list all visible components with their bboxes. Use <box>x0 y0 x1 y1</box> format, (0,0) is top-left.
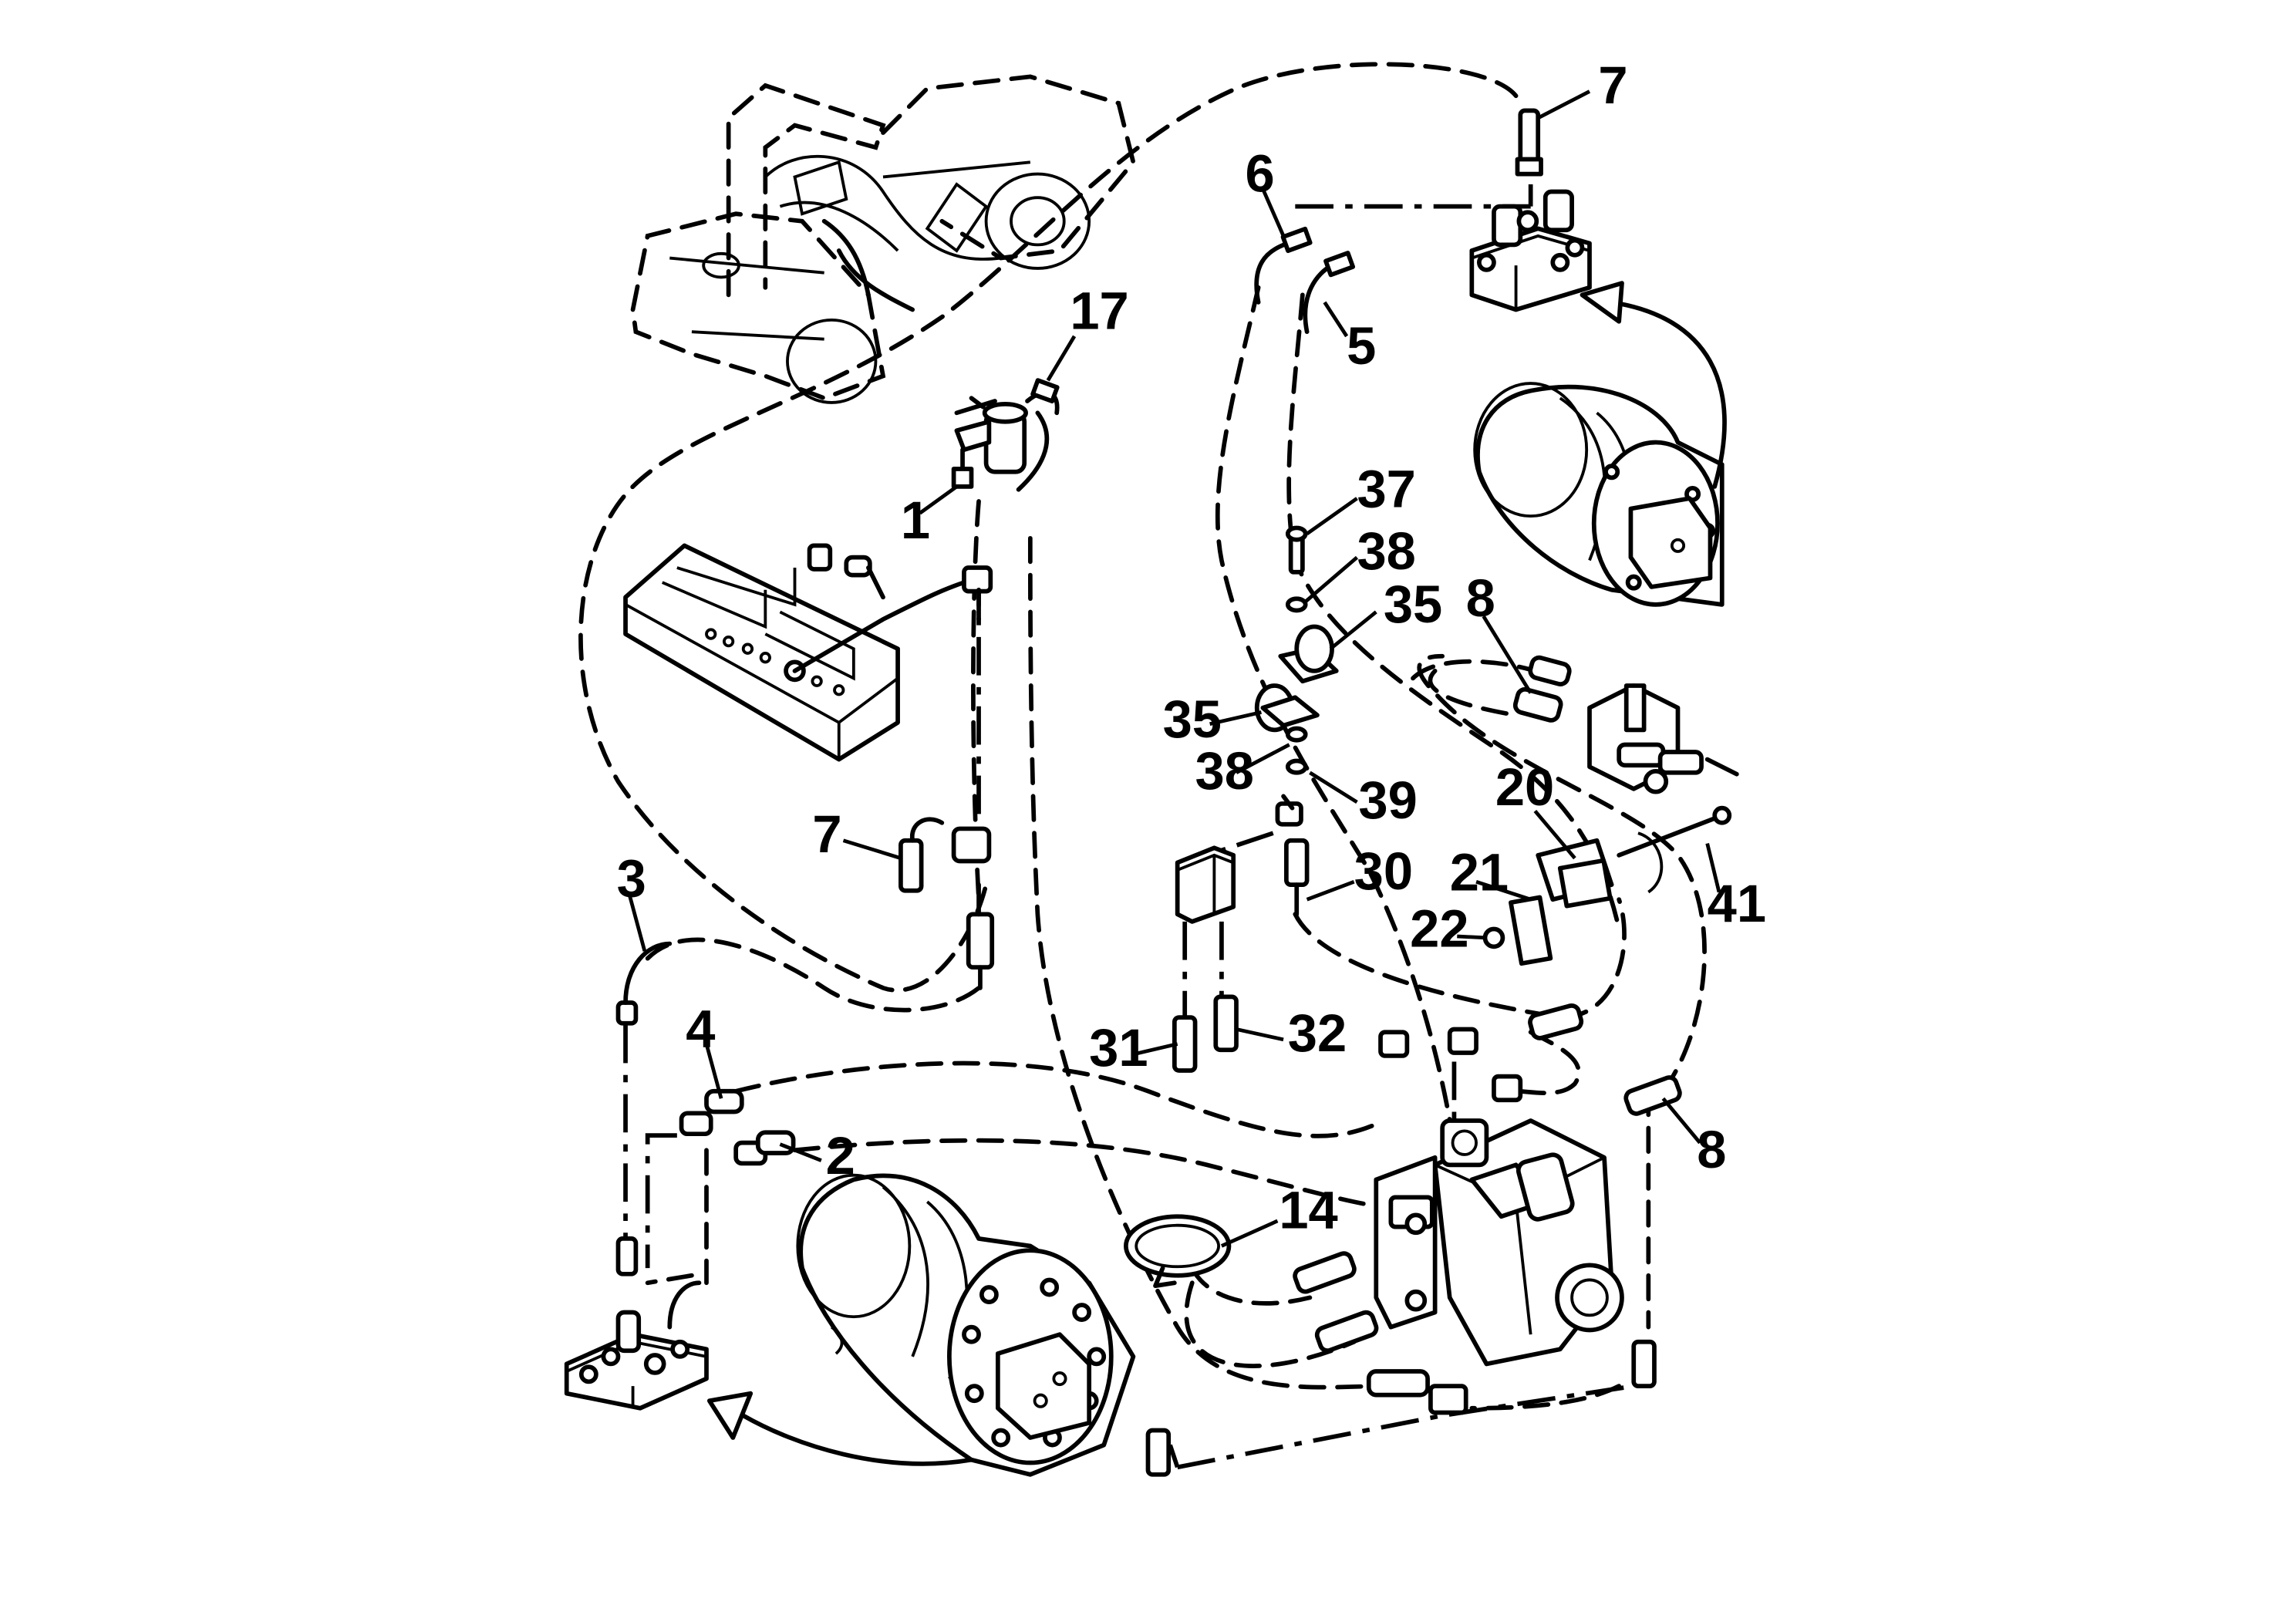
callout-38-lower: 38 <box>1195 741 1254 801</box>
main-hose-route-left-loop <box>578 62 1519 993</box>
callout-20: 20 <box>1495 757 1554 817</box>
dashdot-run-bottom <box>1168 1384 1634 1470</box>
callout-8-upper: 8 <box>1466 568 1495 628</box>
hydraulic-filter <box>951 378 1060 492</box>
callout-31: 31 <box>1089 1018 1148 1077</box>
callout-39: 39 <box>1358 771 1417 830</box>
rotation-arrow-left <box>740 1413 974 1466</box>
roller-machine-overview <box>630 74 1136 404</box>
callout-7-top: 7 <box>1598 56 1627 115</box>
brake-valve-cluster <box>1411 655 1739 966</box>
charge-line-vertical <box>1027 535 1386 1390</box>
hose-fitting-5 <box>1323 251 1356 278</box>
callout-leaders <box>628 89 1721 1248</box>
pump-hose-loop-lower <box>1184 1266 1357 1368</box>
callout-3: 3 <box>617 848 646 908</box>
callout-21: 21 <box>1450 843 1509 902</box>
rear-pump-return-hose <box>645 937 981 1013</box>
callout-35-lower: 35 <box>1163 690 1222 749</box>
callout-5: 5 <box>1347 316 1376 376</box>
callout-labels: 7 6 5 17 1 37 38 35 8 35 38 39 20 7 3 30… <box>617 56 1766 1240</box>
drive-hose-loop-5 <box>1286 292 1622 932</box>
hose-fitting-8-lower <box>1623 1075 1682 1116</box>
control-valve-block <box>1175 794 1310 924</box>
callout-22: 22 <box>1410 899 1468 958</box>
left-manifold-block <box>564 1280 709 1411</box>
left-motor-feed-loop <box>645 1148 709 1286</box>
left-drive-motor <box>796 1173 1136 1477</box>
callout-35-upper: 35 <box>1384 575 1442 634</box>
hose-fitting-32 <box>1213 994 1239 1053</box>
callout-4: 4 <box>686 999 715 1058</box>
pump-to-motor-hose-4 <box>733 1061 1386 1138</box>
right-manifold-block <box>1469 189 1592 312</box>
callout-2: 2 <box>826 1126 855 1185</box>
callout-1: 1 <box>901 491 930 550</box>
callout-41: 41 <box>1708 874 1766 933</box>
hose-fitting-3 <box>615 1000 639 1026</box>
callout-17: 17 <box>1070 281 1128 340</box>
pump-to-motor-hose-2 <box>792 1138 1415 1212</box>
callout-7-left: 7 <box>812 804 841 864</box>
callout-38-upper: 38 <box>1357 521 1415 581</box>
hydraulic-tank <box>623 543 993 762</box>
dashdot-run-valve <box>1182 831 1457 1121</box>
callout-32: 32 <box>1288 1003 1347 1063</box>
hydrostatic-pump <box>1374 1118 1624 1367</box>
hose-fitting-7-left <box>899 838 924 893</box>
hose-8-upper-route <box>1428 669 1519 718</box>
hose-fitting-31 <box>1172 1015 1198 1073</box>
hose-8-lower-route <box>1417 653 1707 1094</box>
hose-clamp-14 <box>1124 1214 1232 1288</box>
callout-8-lower: 8 <box>1697 1120 1726 1179</box>
hose-fitting-4 <box>679 1111 713 1137</box>
callout-14: 14 <box>1279 1180 1337 1239</box>
drive-hose-loop-6 <box>1215 285 1460 1168</box>
right-drive-motor <box>1473 382 1725 607</box>
hose-clamp-assembly <box>1254 525 1339 775</box>
callout-6: 6 <box>1245 143 1274 203</box>
rotation-arrow-right <box>1609 300 1727 489</box>
callout-37: 37 <box>1357 460 1415 519</box>
callout-30: 30 <box>1354 841 1413 901</box>
dashdot-run-left-vertical <box>623 1024 677 1269</box>
hose-fitting-6 <box>1280 226 1313 254</box>
dashdot-run-top <box>1295 184 1533 209</box>
gauge-hose <box>1513 1030 1581 1096</box>
